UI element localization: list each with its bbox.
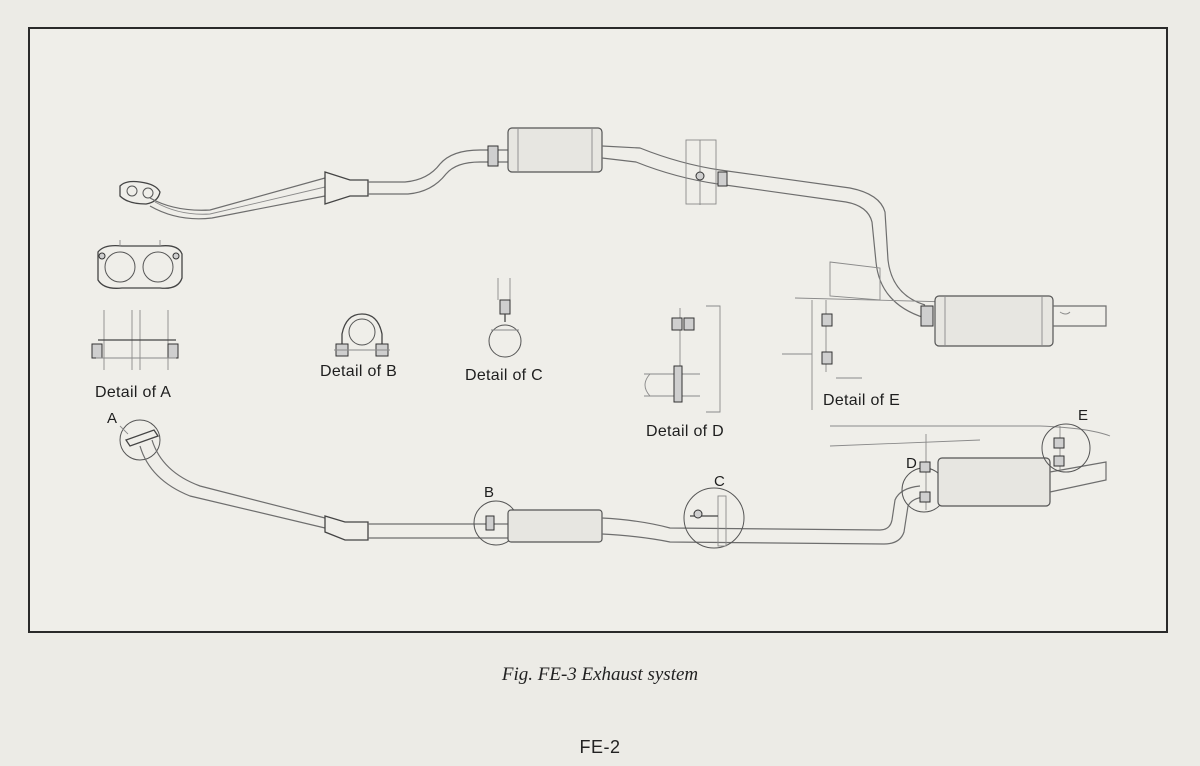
- detail-a-drawing: [91, 240, 183, 370]
- callout-a: A: [107, 410, 118, 427]
- callout-b: B: [484, 484, 495, 501]
- figure-caption: Fig. FE-3 Exhaust system: [501, 664, 699, 685]
- page-number: FE-2: [579, 737, 621, 757]
- detail-b-drawing: [334, 313, 390, 357]
- callout-c: C: [714, 473, 725, 490]
- detail-d-drawing: [644, 305, 721, 413]
- bottom-exhaust-assembly: [119, 419, 1111, 549]
- detail-b-label: Detail of B: [320, 363, 398, 380]
- detail-c-label: Detail of C: [465, 367, 543, 384]
- detail-d-label: Detail of D: [646, 423, 724, 440]
- detail-c-drawing: [488, 278, 522, 358]
- detail-a-label: Detail of A: [95, 384, 172, 401]
- detail-e-drawing: [782, 300, 862, 410]
- manifold-flange-top: [119, 180, 161, 205]
- callout-d: D: [906, 455, 917, 472]
- detail-e-label: Detail of E: [823, 392, 901, 409]
- callout-e: E: [1078, 407, 1089, 424]
- top-exhaust-assembly: [119, 127, 1107, 347]
